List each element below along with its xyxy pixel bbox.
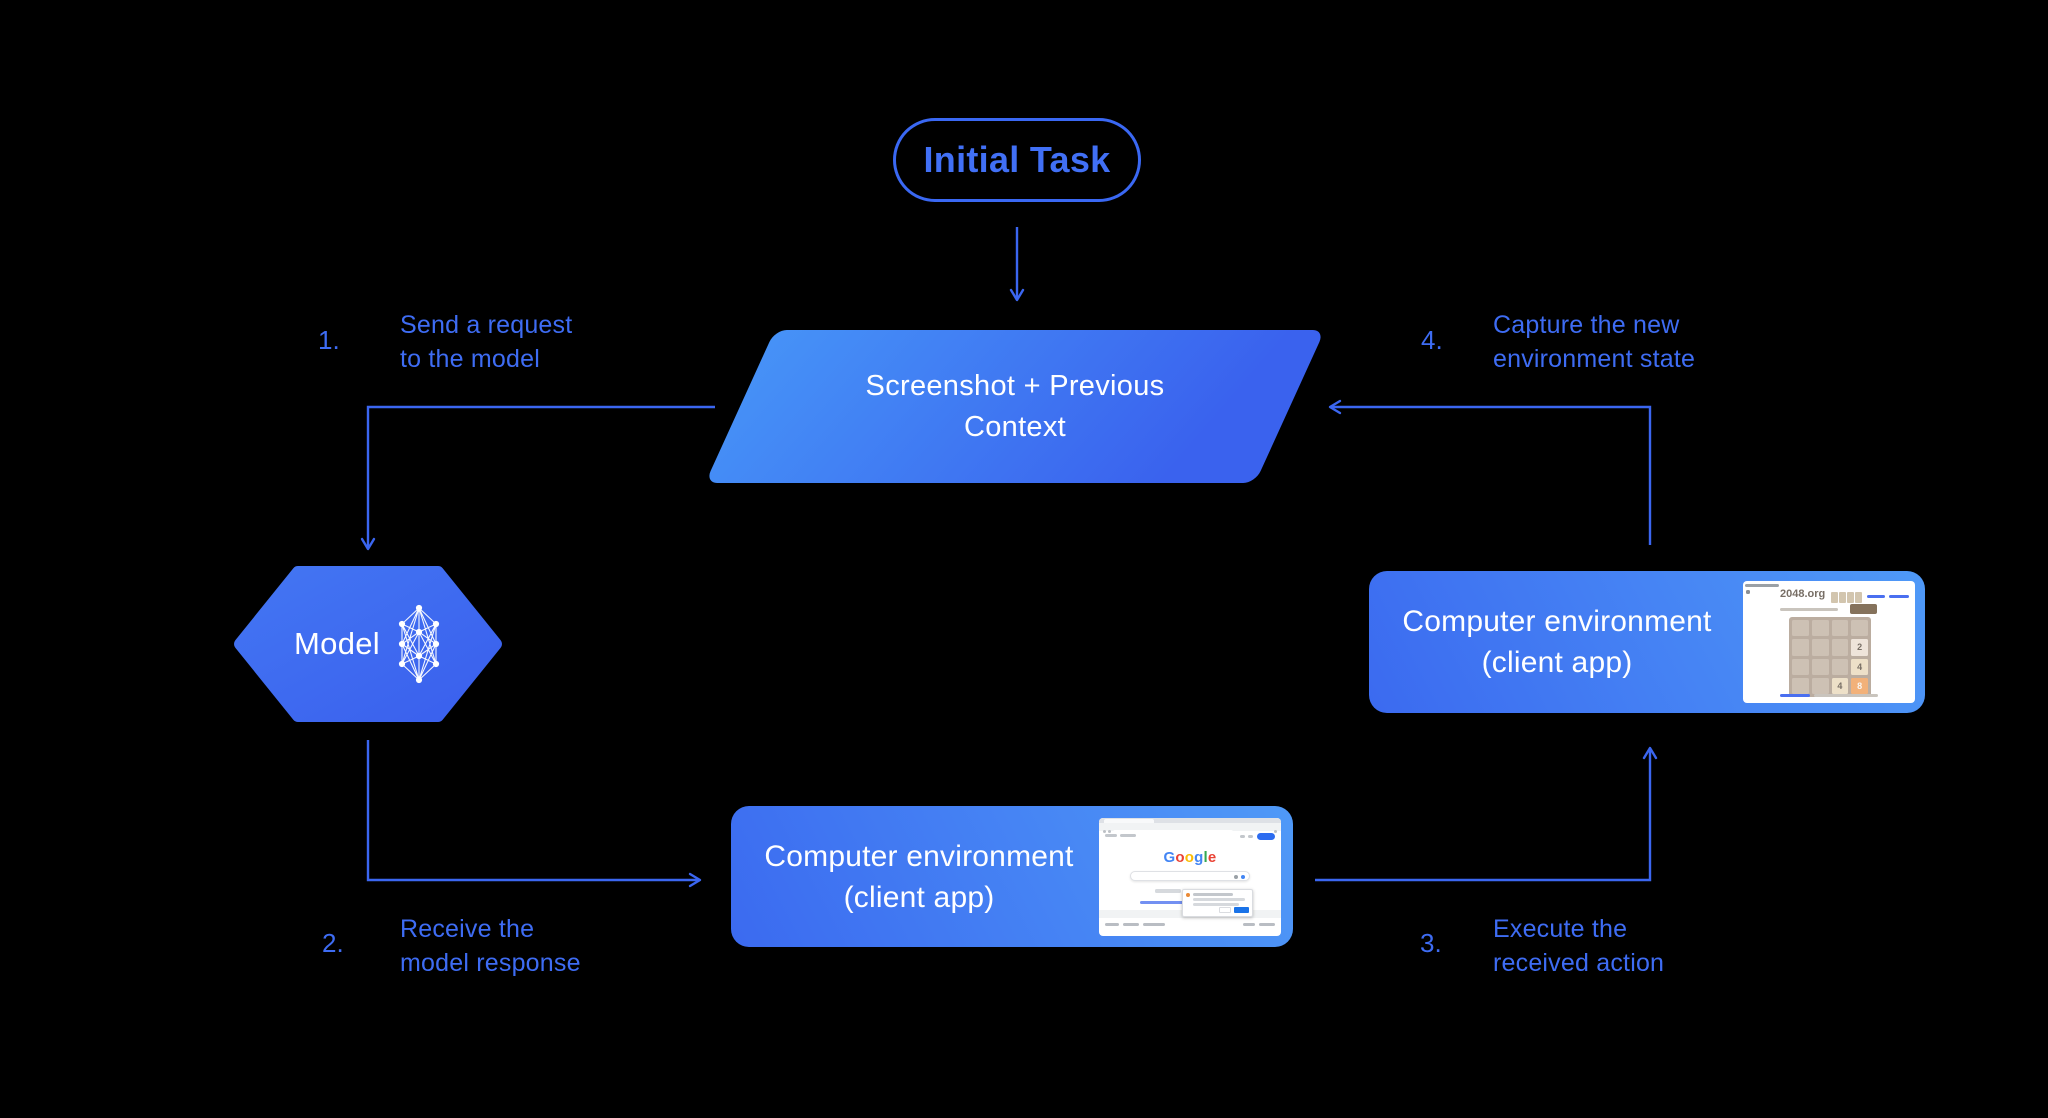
browser-address-bar <box>1099 823 1281 834</box>
env-bottom-label: Computer environment (client app) <box>764 839 1074 914</box>
google-homepage-thumbnail: Google <box>1099 818 1281 936</box>
env-right-label: Computer environment (client app) <box>1402 605 1712 679</box>
keyboard-icon <box>1234 874 1238 879</box>
tile-4: 4 <box>1831 677 1849 694</box>
step-2-label: Receive the model response <box>400 915 581 977</box>
game-2048-thumbnail: 2048.org 2 4 4 8 <box>1743 581 1915 703</box>
game-grid: 2 4 4 8 <box>1789 617 1871 697</box>
arrow-env-right-to-context <box>1328 399 1652 545</box>
step-3-label: Execute the received action <box>1493 915 1665 977</box>
step-3-number: 3. <box>1420 928 1442 958</box>
header-link <box>1867 595 1885 598</box>
step-4-label: Capture the new environment state <box>1493 311 1696 373</box>
step-1-label: Send a request to the model <box>400 311 573 373</box>
neural-network-icon <box>398 604 440 684</box>
tile-2: 2 <box>1851 639 1868 656</box>
mic-icon <box>1241 874 1245 879</box>
site-title: 2048.org <box>1780 588 1826 600</box>
score-tile <box>1855 592 1862 603</box>
dialog-primary-button <box>1234 907 1249 913</box>
screenshot-context-label: Screenshot + Previous Context <box>865 369 1165 443</box>
google-search-button <box>1155 889 1181 893</box>
header-link <box>1889 595 1909 598</box>
arrow-model-to-env-bottom <box>366 740 702 888</box>
score-tile <box>1847 592 1854 603</box>
score-tile <box>1831 592 1838 603</box>
model-node <box>234 566 502 722</box>
search-bar <box>1130 871 1250 881</box>
step-2-number: 2. <box>322 928 344 958</box>
favicon <box>1746 590 1750 594</box>
browser-tab-bar <box>1099 818 1281 823</box>
google-logo: Google <box>1163 849 1217 866</box>
footer-link <box>1780 694 1810 697</box>
step-1-number: 1. <box>318 325 340 355</box>
browser-tab-text <box>1745 584 1779 587</box>
score-tile <box>1839 592 1846 603</box>
step-4-number: 4. <box>1421 325 1443 355</box>
cookie-consent-dialog <box>1182 889 1253 917</box>
model-content: Model <box>238 570 498 718</box>
new-game-button <box>1850 604 1877 614</box>
tile-4: 4 <box>1851 658 1868 675</box>
tile-8: 8 <box>1851 677 1868 694</box>
arrow-context-to-model <box>360 405 715 551</box>
tagline-text <box>1780 608 1838 611</box>
model-label: Model <box>294 626 380 661</box>
sign-in-button <box>1257 833 1275 840</box>
arrow-env-bottom-to-env-right <box>1315 746 1658 882</box>
initial-task-label: Initial Task <box>923 139 1111 180</box>
initial-task-node: Initial Task <box>893 118 1141 202</box>
dialog-secondary-button <box>1219 907 1231 913</box>
